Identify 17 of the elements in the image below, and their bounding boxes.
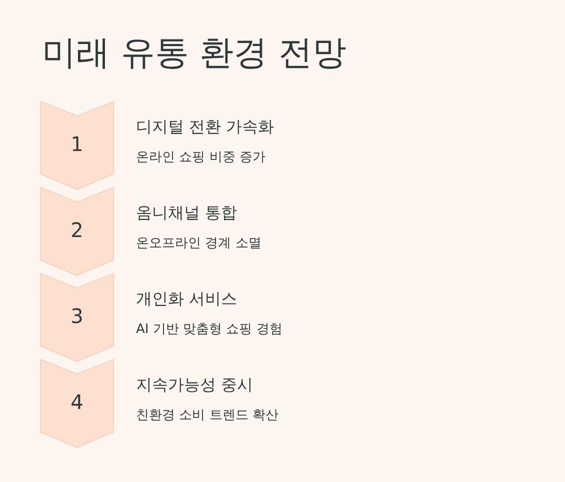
- step-heading: 지속가능성 중시: [136, 374, 254, 396]
- step-description: AI 기반 맞춤형 쇼핑 경험: [136, 321, 282, 339]
- title: 미래 유통 환경 전망: [42, 32, 346, 75]
- chevron-step: [40, 273, 114, 362]
- step-description: 온라인 쇼핑 비중 증가: [136, 149, 266, 167]
- chevron-step: [40, 187, 114, 276]
- step-number: 3: [70, 303, 84, 329]
- step-heading: 옴니채널 통합: [136, 202, 238, 224]
- step-number: 4: [70, 389, 84, 415]
- step-heading: 디지털 전환 가속화: [136, 116, 274, 138]
- chevron-step: [40, 359, 114, 448]
- step-description: 친환경 소비 트렌드 확산: [136, 407, 278, 425]
- step-heading: 개인화 서비스: [136, 288, 238, 310]
- step-description: 온오프라인 경계 소멸: [136, 235, 262, 253]
- step-number: 1: [70, 131, 84, 157]
- step-number: 2: [70, 217, 84, 243]
- chevron-step: [40, 101, 114, 190]
